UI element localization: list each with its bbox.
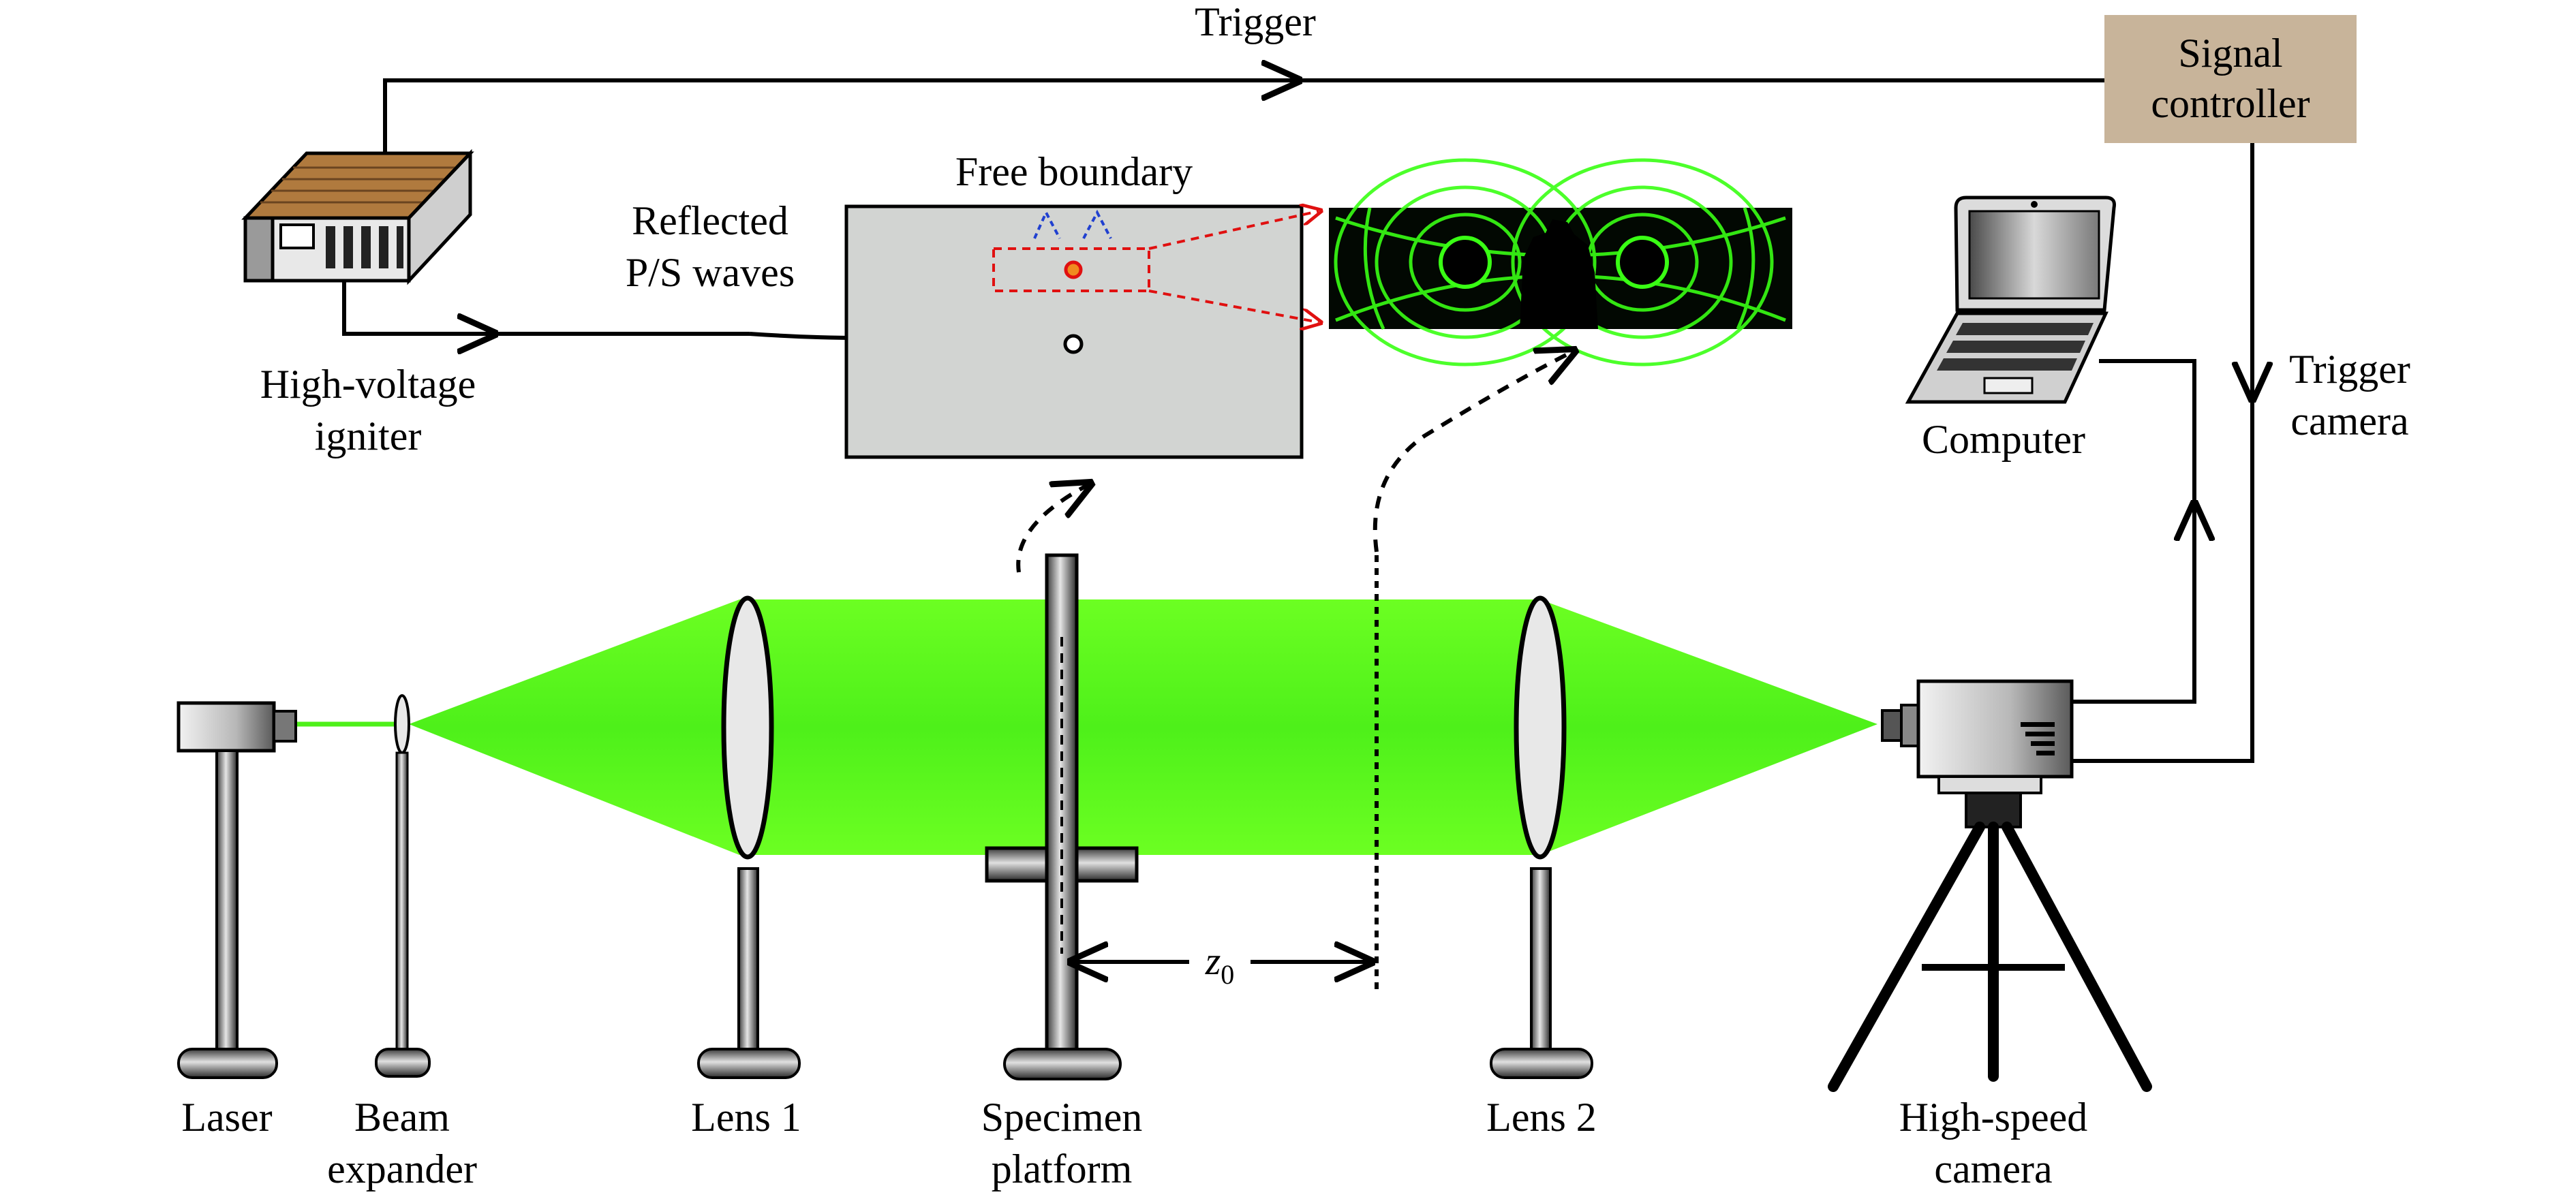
beam-expander-label-line1: Beam [354,1095,450,1140]
trigger-camera-label-line1: Trigger [2289,347,2410,392]
collimated-beam [739,599,1540,855]
igniter-top-stripes [260,166,457,204]
igniter-front-slots [326,226,403,268]
converging-beam [1540,599,1877,855]
signal-controller-label-line2: controller [2151,81,2310,126]
igniter-display [279,223,315,249]
z0-symbol: z [1205,939,1221,983]
specimen-platform: Specimen platform [981,553,1143,1191]
camera-label-line1: High-speed [1899,1095,2088,1140]
camera-to-computer-wire [2072,359,2196,704]
specimen-label-line1: Specimen [981,1095,1143,1140]
lens-1-glass [721,595,774,860]
camera-body [1916,679,2074,779]
specimen-label-line2: platform [992,1147,1133,1191]
caustic-pattern-image [1329,158,1792,366]
laptop-screen [1968,210,2100,300]
laser-label: Laser [181,1095,272,1140]
zoom-line-bottom [1148,290,1319,322]
specimen-base [1003,1048,1122,1080]
tripod-legs [1828,822,2152,1092]
lens-1: Lens 1 [691,595,801,1140]
reflected-waves-label-line2: P/S waves [626,250,795,295]
lens-2-post [1530,867,1552,1050]
specimen-plate-body [844,204,1304,459]
zoom-line-top [1148,211,1319,250]
high-speed-camera: High-speed camera [1828,679,2152,1191]
laptop-base [1905,311,2109,404]
signal-controller: Signal controller [2104,15,2357,143]
igniter-left-flange [243,216,275,283]
igniter-side [407,149,472,285]
detonation-point [1064,260,1083,279]
reflected-waves-label-line1: Reflected [632,198,788,243]
high-voltage-igniter: High-voltage igniter [241,149,476,458]
pattern-hole-left [1439,236,1492,289]
lens-2-base [1490,1048,1593,1079]
beam-expander-base [375,1048,431,1078]
free-boundary-label: Free boundary [955,149,1193,194]
borehole [1063,334,1084,354]
beam-expander: Beam expander [327,694,477,1191]
beam-expander-label-line2: expander [327,1147,477,1191]
computer: Computer [1905,196,2116,462]
specimen-to-plate-arrow [1016,484,1090,573]
laser-body [177,701,276,753]
igniter-label-line1: High-voltage [260,362,476,407]
tripod-head [1965,792,2022,828]
signal-controller-box [2104,15,2357,143]
lens-1-label: Lens 1 [691,1095,801,1140]
beam-expander-post [395,751,409,1052]
pattern-dark-core [1520,219,1598,329]
laser: Laser [177,701,297,1140]
reflection-wave-marks [1033,209,1112,239]
laptop-keyboard [1937,323,2094,371]
z0-label: z0 [1205,939,1235,990]
lens-2-glass [1514,595,1567,860]
camera-label-line2: camera [1934,1147,2052,1191]
lens-2: Lens 2 [1486,595,1597,1140]
camera-lens-outer [1881,709,1904,742]
igniter-label-line2: igniter [315,414,422,458]
laptop-camera [2031,201,2038,208]
pattern-hole-right [1616,236,1669,289]
camera-vents [2021,722,2055,755]
beam-expander-lens [394,694,410,754]
signal-controller-label-line1: Signal [2178,31,2282,76]
laser-aperture [273,710,297,743]
lens-1-post [737,867,759,1050]
plane-to-pattern-arrow [1373,351,1574,552]
laser-base [177,1048,278,1079]
light-beam [286,599,1877,855]
trigger-label: Trigger [1195,0,1316,44]
camera-mount-plate [1937,775,2042,794]
laptop-touchpad [1983,377,2034,394]
zoom-region-box [992,247,1150,292]
trigger-wire [383,78,2106,160]
specimen-plate: Free boundary [844,149,1319,459]
lens-1-base [697,1048,801,1079]
lens-2-label: Lens 2 [1486,1095,1597,1140]
diverging-beam [409,599,739,855]
z0-subscript: 0 [1221,959,1234,990]
trigger-camera-label-line2: camera [2290,399,2408,443]
laser-post [215,749,239,1052]
computer-label: Computer [1922,417,2085,462]
